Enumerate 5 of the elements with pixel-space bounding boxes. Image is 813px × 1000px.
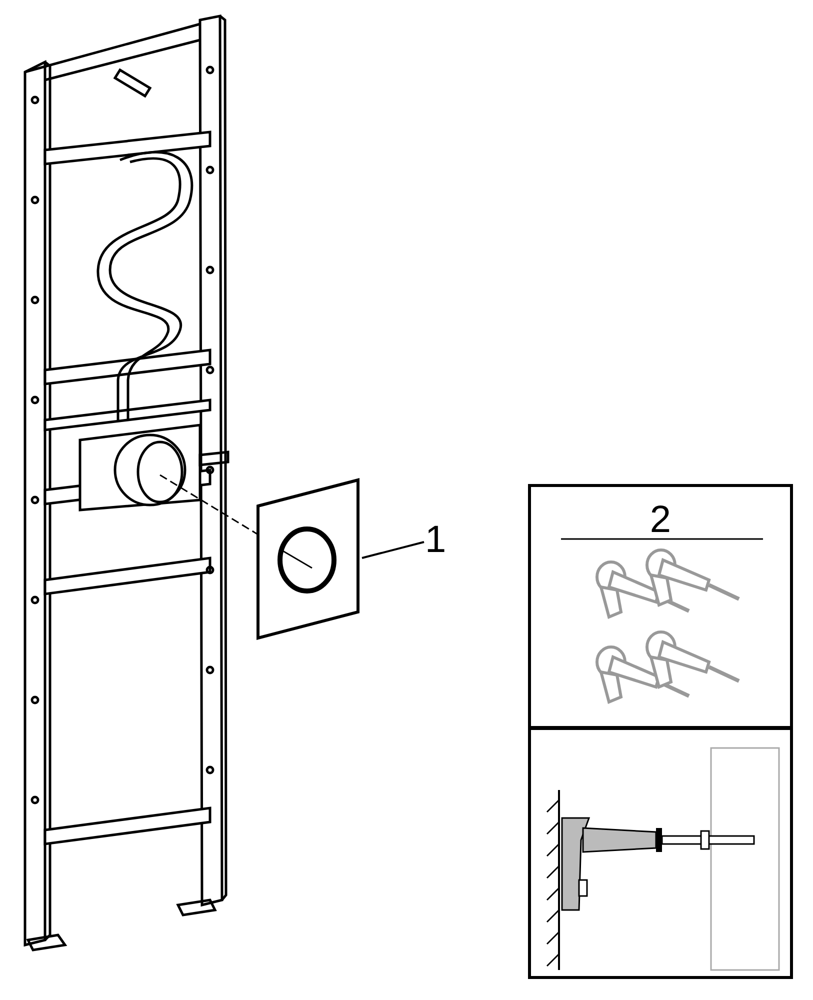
kit-panel xyxy=(528,484,793,729)
callout-number: 1 xyxy=(425,520,455,560)
leader-line xyxy=(362,541,424,559)
callout-number: 2 xyxy=(650,501,672,539)
mounting-detail-panel xyxy=(528,727,793,979)
